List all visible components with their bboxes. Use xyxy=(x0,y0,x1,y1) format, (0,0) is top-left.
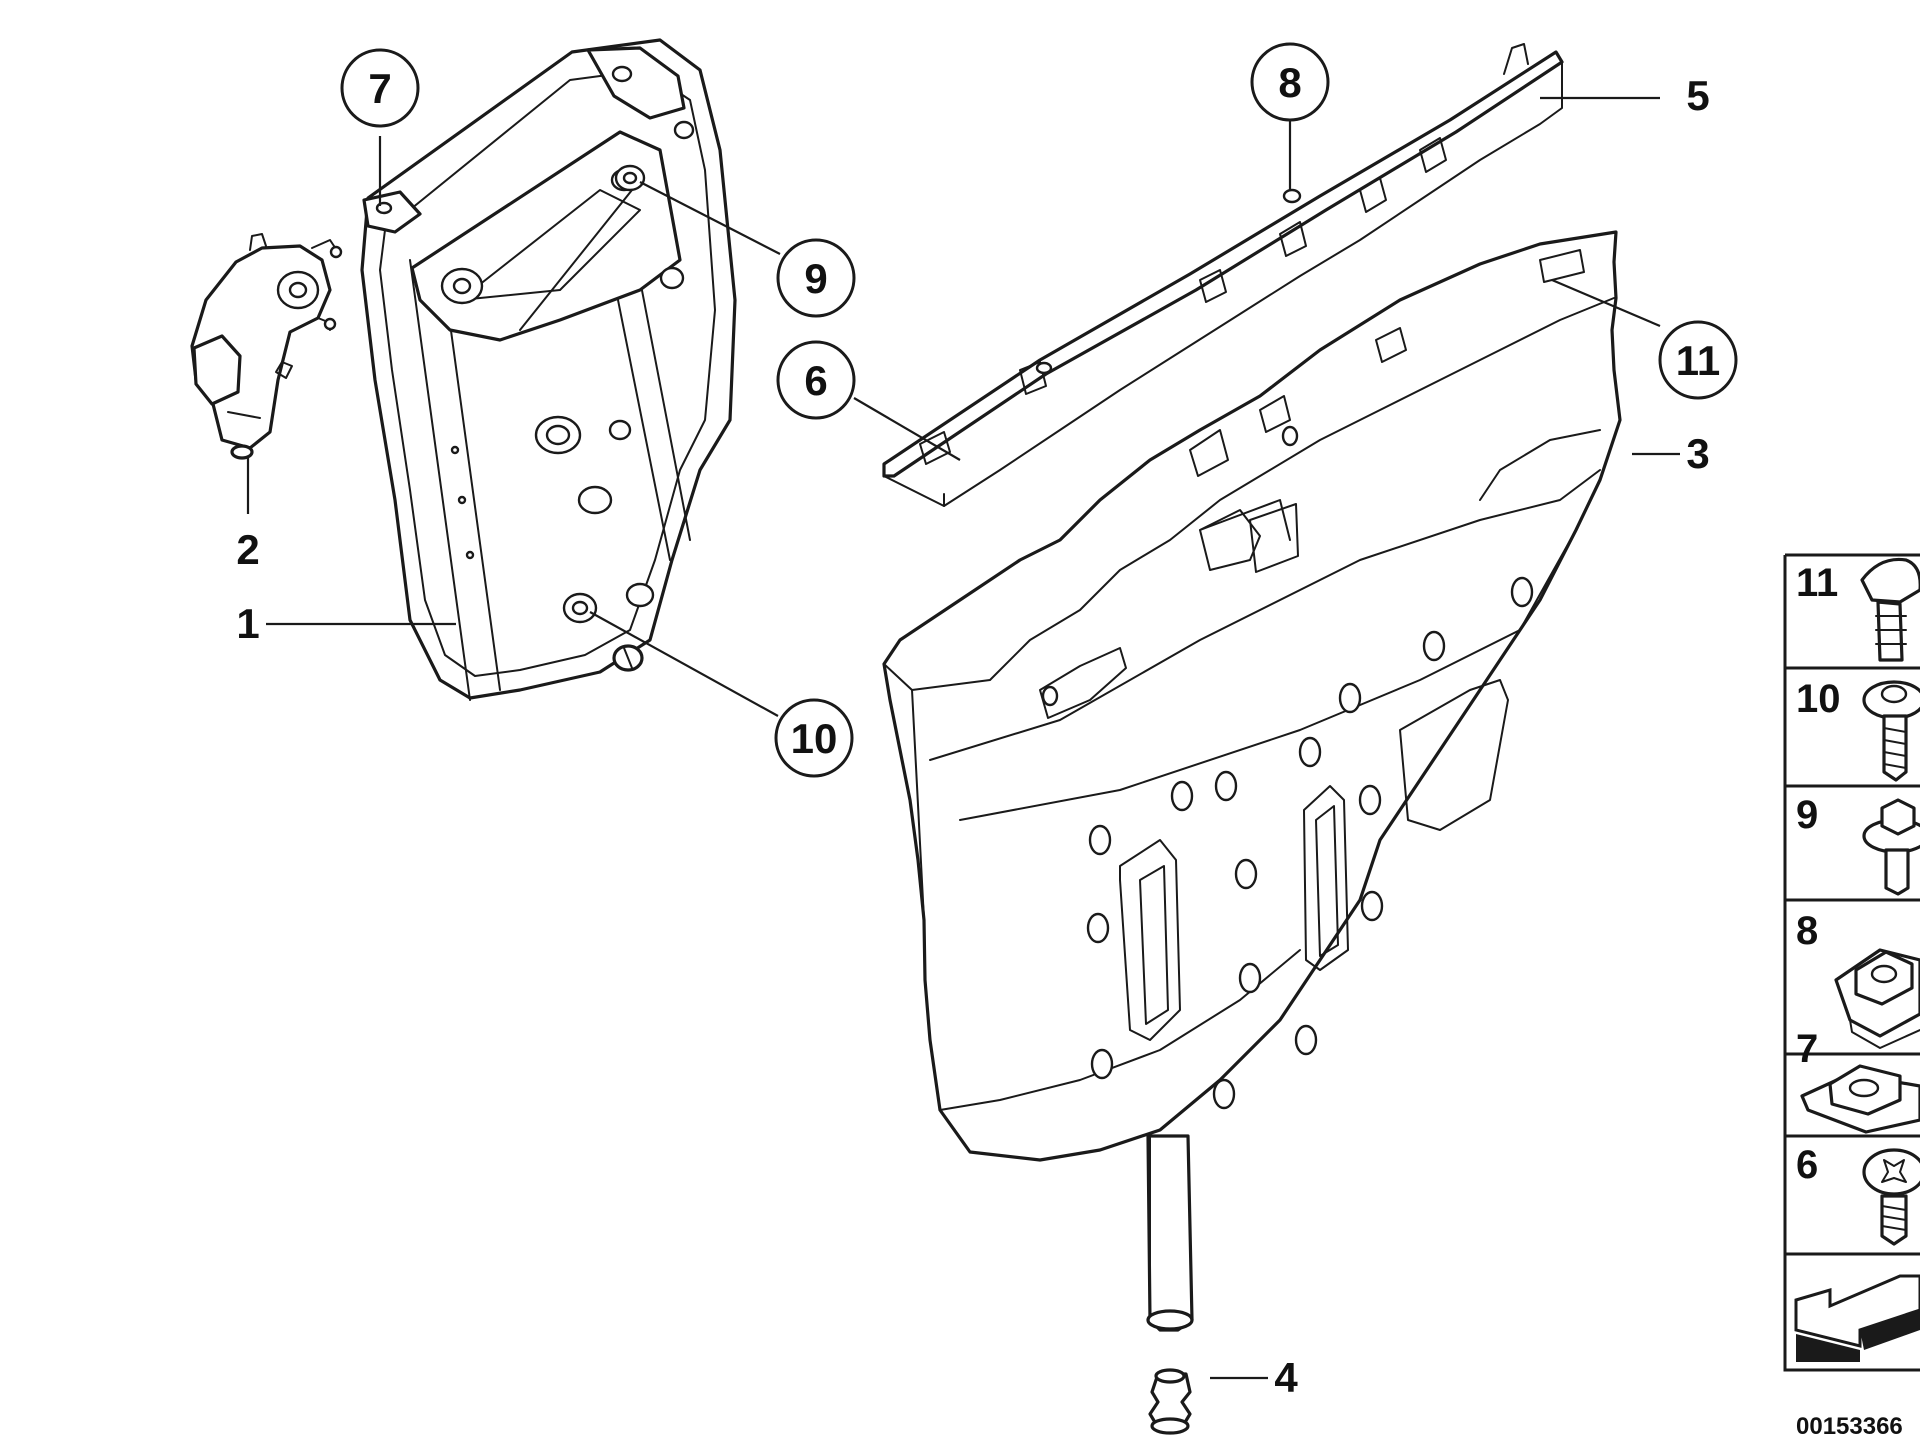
table-row-label: 9 xyxy=(1796,793,1818,837)
speed-nut-drawing xyxy=(1800,1064,1920,1134)
callout-7: 7 xyxy=(368,65,391,112)
fastener-parts-table: 11 10 9 8 7 6 xyxy=(1783,553,1920,1440)
table-row-label: 11 xyxy=(1796,561,1838,605)
callout-11: 11 xyxy=(1676,337,1720,384)
callout-6: 6 xyxy=(804,357,827,404)
callout-5: 5 xyxy=(1686,72,1709,119)
grommet xyxy=(1148,1368,1192,1435)
flange-screw-drawing xyxy=(1862,680,1920,782)
hex-bolt-drawing xyxy=(1862,798,1920,896)
callout-1: 1 xyxy=(236,600,259,647)
callout-bubble-9: 9 xyxy=(776,238,856,318)
table-row-label: 8 xyxy=(1796,909,1818,953)
callout-4: 4 xyxy=(1274,1354,1298,1401)
window-motor xyxy=(190,233,343,460)
window-regulator-frame xyxy=(360,38,737,701)
door-trim-strip xyxy=(882,43,1564,507)
orientation-arrow-icon xyxy=(1794,1274,1920,1362)
callout-8: 8 xyxy=(1278,59,1301,106)
push-clip-drawing xyxy=(1860,557,1920,662)
callout-bubble-11: 11 xyxy=(1658,320,1738,400)
callout-bubble-7: 7 xyxy=(340,48,420,128)
callout-2: 2 xyxy=(236,526,259,573)
torx-screw-drawing xyxy=(1862,1148,1920,1246)
callout-9: 9 xyxy=(804,255,827,302)
callout-bubble-8: 8 xyxy=(1250,42,1330,122)
table-row-label: 10 xyxy=(1796,677,1841,721)
callout-bubble-10: 10 xyxy=(774,698,854,778)
callout-3: 3 xyxy=(1686,430,1709,477)
callout-10: 10 xyxy=(791,715,838,762)
leader-lines xyxy=(246,96,1680,1380)
table-row-label: 6 xyxy=(1796,1143,1818,1187)
door-carrier-panel xyxy=(882,230,1622,1162)
table-row-label: 7 xyxy=(1796,1027,1818,1071)
callout-bubble-6: 6 xyxy=(776,340,856,420)
clip-nut-drawing xyxy=(1834,948,1920,1049)
document-id: 00153366 xyxy=(1796,1413,1903,1440)
cable-rod xyxy=(1146,1134,1194,1332)
